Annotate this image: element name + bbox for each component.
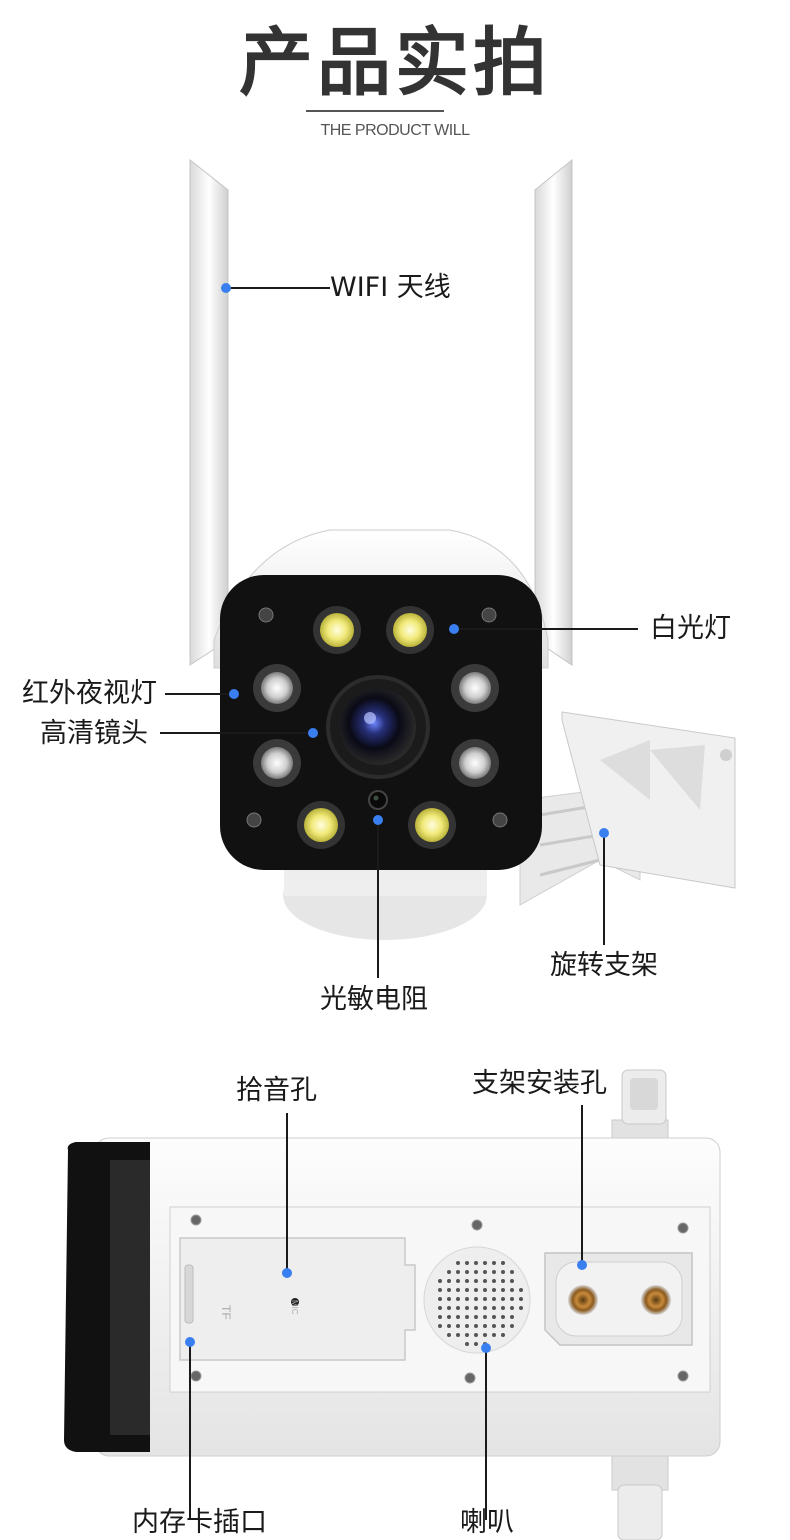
label-white-light: 白光灯 xyxy=(650,613,731,644)
speaker-holes xyxy=(438,1261,523,1346)
ir-light-dot xyxy=(229,689,239,699)
mount-plate xyxy=(544,1252,693,1346)
photoresistor-dot xyxy=(373,815,383,825)
wifi-antenna-left xyxy=(189,158,229,666)
infrared-leds xyxy=(253,664,499,787)
label-hd-lens: 高清镜头 xyxy=(40,718,148,749)
title-divider xyxy=(306,110,444,112)
label-mount-holes: 支架安装孔 xyxy=(472,1068,607,1099)
mount-hole-right xyxy=(641,1285,671,1315)
white-light-leds xyxy=(297,606,456,849)
wifi-antenna-right xyxy=(534,158,573,666)
label-mic-hole: 拾音孔 xyxy=(236,1075,317,1106)
camera-base xyxy=(283,850,487,940)
antenna-dot xyxy=(221,283,231,293)
lens-dot xyxy=(308,728,318,738)
page-title: 产品实拍 xyxy=(239,20,551,106)
white-light-dot xyxy=(449,624,459,634)
tf-marking: TF xyxy=(219,1305,233,1320)
bottom-callout-lines xyxy=(189,1105,583,1520)
bracket-dot xyxy=(599,828,609,838)
mic-hole xyxy=(291,1298,299,1306)
mount-hole-dot xyxy=(577,1260,587,1270)
label-tf-slot: 内存卡插口 xyxy=(132,1507,267,1538)
label-speaker: 喇叭 xyxy=(460,1507,514,1538)
bottom-screws xyxy=(190,1214,689,1384)
label-photoresistor: 光敏电阻 xyxy=(320,984,428,1015)
rotating-bracket xyxy=(519,711,736,906)
mic-dot xyxy=(282,1268,292,1278)
bottom-front-bezel xyxy=(64,1142,150,1452)
front-callout-lines xyxy=(160,287,638,978)
front-callout-dots xyxy=(221,283,609,838)
tf-card-door: TF MIC xyxy=(179,1237,416,1361)
bottom-callout-dots xyxy=(185,1260,587,1353)
page-subtitle: THE PRODUCT WILL xyxy=(320,122,470,139)
label-rotating-bracket: 旋转支架 xyxy=(550,950,658,981)
camera-lens xyxy=(326,675,430,779)
label-ir-light: 红外夜视灯 xyxy=(22,678,157,709)
label-wifi-antenna: WIFI 天线 xyxy=(330,272,451,303)
photoresistor xyxy=(368,790,388,810)
face-screws xyxy=(246,607,508,828)
speaker-dot xyxy=(481,1343,491,1353)
mic-marking: MIC xyxy=(290,1300,299,1315)
tf-slot-dot xyxy=(185,1337,195,1347)
mount-hole-left xyxy=(568,1285,598,1315)
